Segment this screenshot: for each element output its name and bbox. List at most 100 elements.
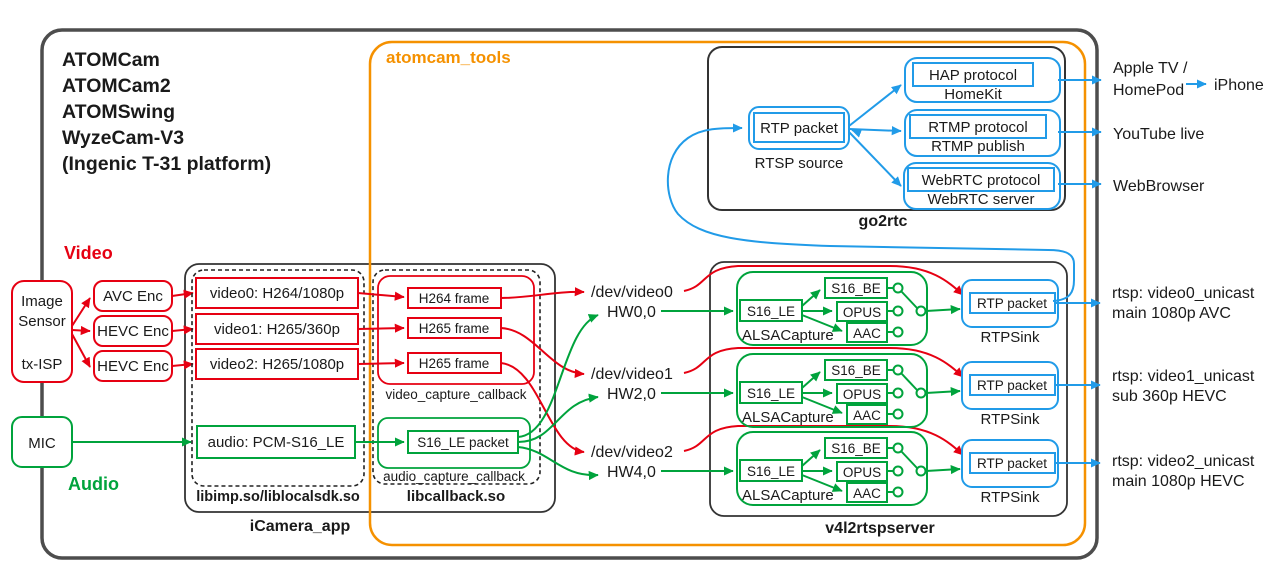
- rtpsink-label: RTPSink: [981, 329, 1040, 346]
- appletv-label-line2: HomePod: [1113, 82, 1184, 99]
- arrow-s16be: [801, 371, 821, 389]
- video-capture-callback-box: [377, 275, 535, 385]
- alsacapture-box: [736, 271, 928, 346]
- switch-output: [915, 305, 927, 317]
- arrow-rtp-to-webrtc: [848, 131, 902, 187]
- dev-video0-label: /dev/video0: [591, 284, 673, 301]
- appletv-label-line1: Apple TV /: [1113, 60, 1188, 77]
- alsacapture-label: ALSACapture: [742, 327, 834, 344]
- s16le-packet-label: S16_LE packet: [417, 435, 509, 450]
- rtsp-out2-line2: main 1080p HEVC: [1112, 473, 1245, 490]
- arrow-sensor-hevc2: [71, 333, 91, 368]
- model-line: ATOMCam: [62, 49, 160, 71]
- model-list: ATOMCam ATOMCam2 ATOMSwing WyzeCam-V3 (I…: [62, 49, 271, 175]
- dev-video2-label: /dev/video2: [591, 444, 673, 461]
- hevc-encoder-label-1: HEVC Enc: [97, 323, 169, 340]
- switch-arm: [900, 372, 918, 391]
- webrtc-protocol-box: [907, 167, 1055, 192]
- video1-channel-box: [195, 313, 359, 345]
- curve-audio-hw2: [517, 393, 599, 443]
- v4l2rtspserver-label: v4l2rtspserver: [825, 520, 934, 537]
- codec-arrows: [801, 369, 918, 415]
- hap-protocol-box: [912, 62, 1034, 87]
- stream-unit-2: S16_LE S16_BE OPUS AAC ALSACapture RTP p…: [736, 431, 1101, 506]
- rtsp-source-label: RTSP source: [755, 155, 844, 172]
- arrow-aac: [801, 474, 843, 492]
- arrow-sensor-avc: [71, 297, 91, 327]
- libimp-label: libimp.so/liblocalsdk.so: [196, 489, 360, 505]
- curve-audio-hw0: [517, 314, 599, 438]
- rtmp-protocol-box: [909, 114, 1047, 139]
- webrtc-server-label: WebRTC server: [928, 191, 1035, 208]
- rtsp-output-group: rtsp: video0_unicast main 1080p AVC rtsp…: [1112, 285, 1255, 490]
- opus-label: OPUS: [843, 387, 881, 402]
- video2-channel-box: [195, 348, 359, 380]
- audio-section-label: Audio: [68, 474, 119, 494]
- rtp-packet-label: RTP packet: [760, 120, 839, 137]
- switch-contact-opus: [892, 465, 904, 477]
- rtmp-publish-label: RTMP publish: [931, 138, 1025, 155]
- arrow-video0-frame: [357, 291, 405, 301]
- switch-contact-aac: [892, 486, 904, 498]
- arrow-s16be: [801, 449, 821, 467]
- rtpsink-label: RTPSink: [981, 411, 1040, 428]
- arrow-avc-video0: [171, 289, 194, 299]
- go2rtc-arrows: [848, 84, 902, 187]
- switch-contact-s16be: [892, 442, 904, 454]
- arrow-switch-sink: [925, 304, 961, 315]
- device-nodes: /dev/video0 HW0,0 /dev/video1 HW2,0 /dev…: [591, 284, 673, 481]
- switch-contact-s16be: [892, 282, 904, 294]
- rtp-packet-box-go2rtc: [753, 112, 845, 143]
- webbrowser-label: WebBrowser: [1113, 178, 1205, 195]
- curve-dev0-sink: [683, 265, 964, 296]
- model-line: (Ingenic T-31 platform): [62, 153, 271, 175]
- model-line: ATOMSwing: [62, 101, 175, 123]
- video0-channel-box: [195, 277, 359, 309]
- aac-label: AAC: [853, 326, 881, 341]
- rtp-packet-label: RTP packet: [977, 296, 1047, 311]
- switch-contact-s16be: [892, 364, 904, 376]
- rtsp-out1-line2: sub 360p HEVC: [1112, 388, 1227, 405]
- arrow-aac: [801, 314, 843, 332]
- alsacapture-label: ALSACapture: [742, 487, 834, 504]
- model-line: WyzeCam-V3: [62, 127, 184, 149]
- rtp-packet-label: RTP packet: [977, 378, 1047, 393]
- opus-label: OPUS: [843, 465, 881, 480]
- arrow-hevc2-video2: [171, 360, 194, 370]
- alsacapture-label: ALSACapture: [742, 409, 834, 426]
- arrow-switch-sink: [925, 386, 961, 397]
- h264-frame-label: H264 frame: [419, 291, 490, 306]
- s16be-label: S16_BE: [831, 281, 881, 296]
- alsacapture-box: [736, 431, 928, 506]
- h265-frame-label-2: H265 frame: [419, 356, 490, 371]
- arrow-switch-sink: [925, 464, 961, 475]
- switch-contact-aac: [892, 408, 904, 420]
- arrow-rtp-to-hap: [848, 84, 902, 127]
- curve-h264-dev0: [500, 287, 585, 299]
- audio-channel-box: [196, 425, 356, 459]
- video1-channel-label: video1: H265/360p: [214, 321, 340, 338]
- alsacapture-box: [736, 353, 928, 428]
- switch-arm: [900, 450, 918, 469]
- iphone-label: iPhone: [1214, 77, 1264, 94]
- switch-output: [915, 387, 927, 399]
- s16le-input-label: S16_LE: [747, 304, 795, 319]
- switch-contact-opus: [892, 387, 904, 399]
- video-section-label: Video: [64, 243, 113, 263]
- loop-rtpsink-to-go2rtc: [666, 123, 1075, 302]
- go2rtc-box: [707, 46, 1066, 211]
- h265-frame-label-1: H265 frame: [419, 321, 490, 336]
- homekit-label: HomeKit: [944, 86, 1002, 103]
- go2rtc-label: go2rtc: [859, 213, 908, 230]
- codec-arrows: [801, 287, 918, 333]
- libcallback-box: [372, 269, 541, 485]
- image-sensor-label-1: Image: [21, 293, 63, 310]
- video-capture-callback-label: video_capture_callback: [385, 387, 526, 402]
- codec-arrows: [801, 447, 918, 493]
- s16le-input-label: S16_LE: [747, 464, 795, 479]
- hw40-label: HW4,0: [607, 464, 656, 481]
- arrow-s16be: [801, 289, 821, 307]
- curve-dev2-sink: [683, 425, 964, 456]
- rtsp-out0-line2: main 1080p AVC: [1112, 305, 1231, 322]
